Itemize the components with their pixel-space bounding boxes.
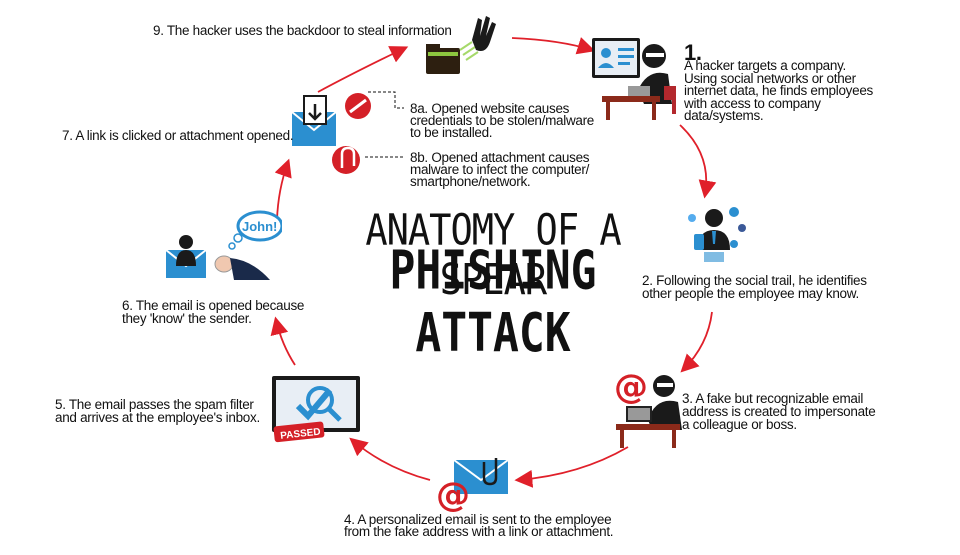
step-8b-text: 8b. Opened attachment causes malware to … — [410, 150, 590, 189]
email-opened-john-icon: John! — [165, 210, 282, 280]
hacker-at-sign-icon: @ — [614, 368, 682, 448]
bubble-name-text: John! — [242, 219, 277, 234]
step-2-text: 2. Following the social trail, he identi… — [642, 273, 867, 301]
step-3-text: 3. A fake but recognizable email address… — [682, 391, 876, 432]
arrow-7-to-9 — [317, 46, 409, 93]
step-5-text: 5. The email passes the spam filter and … — [55, 397, 260, 425]
hand-stealing-folder-icon — [426, 16, 496, 74]
step-1-label: 1. A hacker targets a company. Using soc… — [684, 34, 873, 123]
dash-8a — [368, 91, 404, 109]
at-sign-icon: @ — [614, 368, 648, 407]
arrow-4-to-5 — [349, 437, 431, 481]
spam-filter-passed-icon: PASSED — [272, 376, 360, 443]
social-network-person-icon — [688, 207, 746, 262]
arrow-1-to-2 — [679, 124, 717, 199]
step-4-text: 4. A personalized email is sent to the e… — [344, 512, 614, 539]
step-8a-text: 8a. Opened website causes credentials to… — [410, 101, 595, 140]
arrow-3-to-4 — [514, 446, 629, 488]
arrow-9-to-1 — [511, 37, 596, 55]
step-1-text: A hacker targets a company. Using social… — [684, 58, 873, 123]
arrow-6-to-7 — [274, 158, 292, 221]
svg-text:@: @ — [436, 475, 470, 514]
arrow-2-to-3 — [680, 311, 713, 373]
passed-stamp-text: PASSED — [280, 427, 321, 442]
step-9-text: 9. The hacker uses the backdoor to steal… — [153, 23, 452, 38]
arrow-5-to-6 — [270, 316, 296, 366]
step-7-text: 7. A link is clicked or attachment opene… — [62, 128, 294, 143]
step-1-number: 1. — [684, 39, 702, 65]
diagram-title-line-1: ANATOMY OF A SPEAR — [365, 205, 621, 305]
hacker-at-computer-icon — [592, 38, 676, 120]
diagram-title-line-2: PHISHING ATTACK — [389, 239, 597, 365]
link-attachment-opened-icon — [291, 93, 371, 174]
email-attachment-icon: @ — [436, 458, 509, 514]
step-6-text: 6. The email is opened because they 'kno… — [122, 298, 305, 326]
